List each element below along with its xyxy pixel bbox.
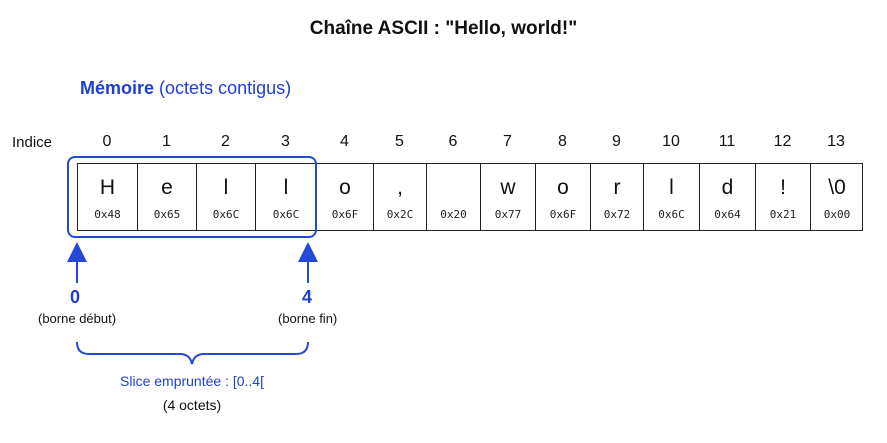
byte-char: ! bbox=[780, 176, 786, 199]
byte-char: l bbox=[283, 176, 289, 199]
end-bound-value: 4 bbox=[302, 287, 313, 307]
byte-cell-6: 0x20 bbox=[427, 164, 481, 230]
byte-hex: 0x2C bbox=[386, 208, 414, 221]
byte-hex: 0x77 bbox=[494, 208, 522, 221]
index-label-9: 9 bbox=[612, 133, 621, 150]
byte-char: e bbox=[161, 176, 173, 199]
byte-hex: 0x64 bbox=[714, 208, 741, 221]
byte-hex: 0x6C bbox=[272, 208, 300, 221]
byte-char: , bbox=[397, 176, 403, 199]
byte-char: r bbox=[613, 176, 621, 199]
memory-heading-bold: Mémoire bbox=[80, 78, 155, 98]
byte-hex: 0x6C bbox=[212, 208, 240, 221]
index-label-10: 10 bbox=[662, 133, 680, 150]
index-label-4: 4 bbox=[340, 133, 349, 150]
byte-cell-12: ! 0x21 bbox=[756, 164, 811, 230]
index-label-2: 2 bbox=[221, 133, 230, 150]
end-bound-label: (borne fin) bbox=[278, 311, 338, 326]
memory-bytes-row: H 0x48 e 0x65 l 0x6C l 0x6C o 0x6F, 0x2C 0x20 w 0x77 o… bbox=[77, 163, 863, 231]
byte-cell-2: l 0x6C bbox=[197, 164, 256, 230]
byte-cell-11: d 0x64 bbox=[700, 164, 756, 230]
index-label-13: 13 bbox=[827, 133, 845, 150]
index-label-1: 1 bbox=[162, 133, 171, 150]
byte-char: l bbox=[669, 176, 674, 199]
start-bound-label: (borne début) bbox=[38, 311, 117, 326]
byte-hex: 0x20 bbox=[440, 208, 467, 221]
byte-cell-0: H 0x48 bbox=[78, 164, 138, 230]
byte-cell-9: r 0x72 bbox=[591, 164, 644, 230]
byte-char: \0 bbox=[828, 176, 846, 199]
index-label: Indice bbox=[12, 134, 53, 151]
byte-char: w bbox=[500, 176, 516, 199]
slice-size: (4 octets) bbox=[162, 397, 222, 413]
slice-highlight-box bbox=[67, 156, 317, 238]
index-label-0: 0 bbox=[102, 133, 112, 150]
byte-cell-8: o 0x6F bbox=[536, 164, 591, 230]
slice-label: Slice empruntée : [0..4[ bbox=[120, 373, 264, 389]
byte-char: d bbox=[721, 176, 734, 199]
byte-hex: 0x6F bbox=[331, 208, 359, 221]
index-label-12: 12 bbox=[773, 133, 792, 150]
byte-char: l bbox=[223, 176, 229, 199]
index-label-7: 7 bbox=[503, 133, 512, 150]
byte-hex: 0x48 bbox=[94, 208, 121, 221]
byte-hex: 0x6C bbox=[658, 208, 685, 221]
byte-cell-7: w 0x77 bbox=[481, 164, 536, 230]
byte-char: o bbox=[557, 176, 569, 199]
byte-hex: 0x65 bbox=[153, 208, 181, 221]
byte-cell-10: l 0x6C bbox=[644, 164, 700, 230]
byte-char: H bbox=[99, 176, 116, 199]
byte-cell-4: o 0x6F bbox=[317, 164, 374, 230]
byte-hex: 0x21 bbox=[769, 208, 797, 221]
start-bound-value: 0 bbox=[70, 287, 81, 307]
index-label-3: 3 bbox=[281, 133, 290, 150]
index-label-8: 8 bbox=[558, 133, 567, 150]
index-label-11: 11 bbox=[718, 133, 736, 150]
byte-cell-1: e 0x65 bbox=[138, 164, 197, 230]
byte-char: o bbox=[339, 176, 351, 199]
byte-cell-5: , 0x2C bbox=[374, 164, 427, 230]
slice-brace bbox=[76, 341, 309, 365]
byte-hex: 0x6F bbox=[549, 208, 577, 221]
byte-hex: 0x72 bbox=[603, 208, 631, 221]
diagram-title: Chaîne ASCII : "Hello, world!" bbox=[309, 18, 578, 39]
byte-hex: 0x00 bbox=[823, 208, 851, 221]
memory-heading-rest: (octets contigus) bbox=[159, 78, 292, 98]
memory-heading: Mémoire (octets contigus) bbox=[80, 78, 291, 99]
index-label-6: 6 bbox=[448, 133, 458, 150]
index-label-5: 5 bbox=[395, 133, 404, 150]
byte-cell-13: \0 0x00 bbox=[811, 164, 863, 230]
